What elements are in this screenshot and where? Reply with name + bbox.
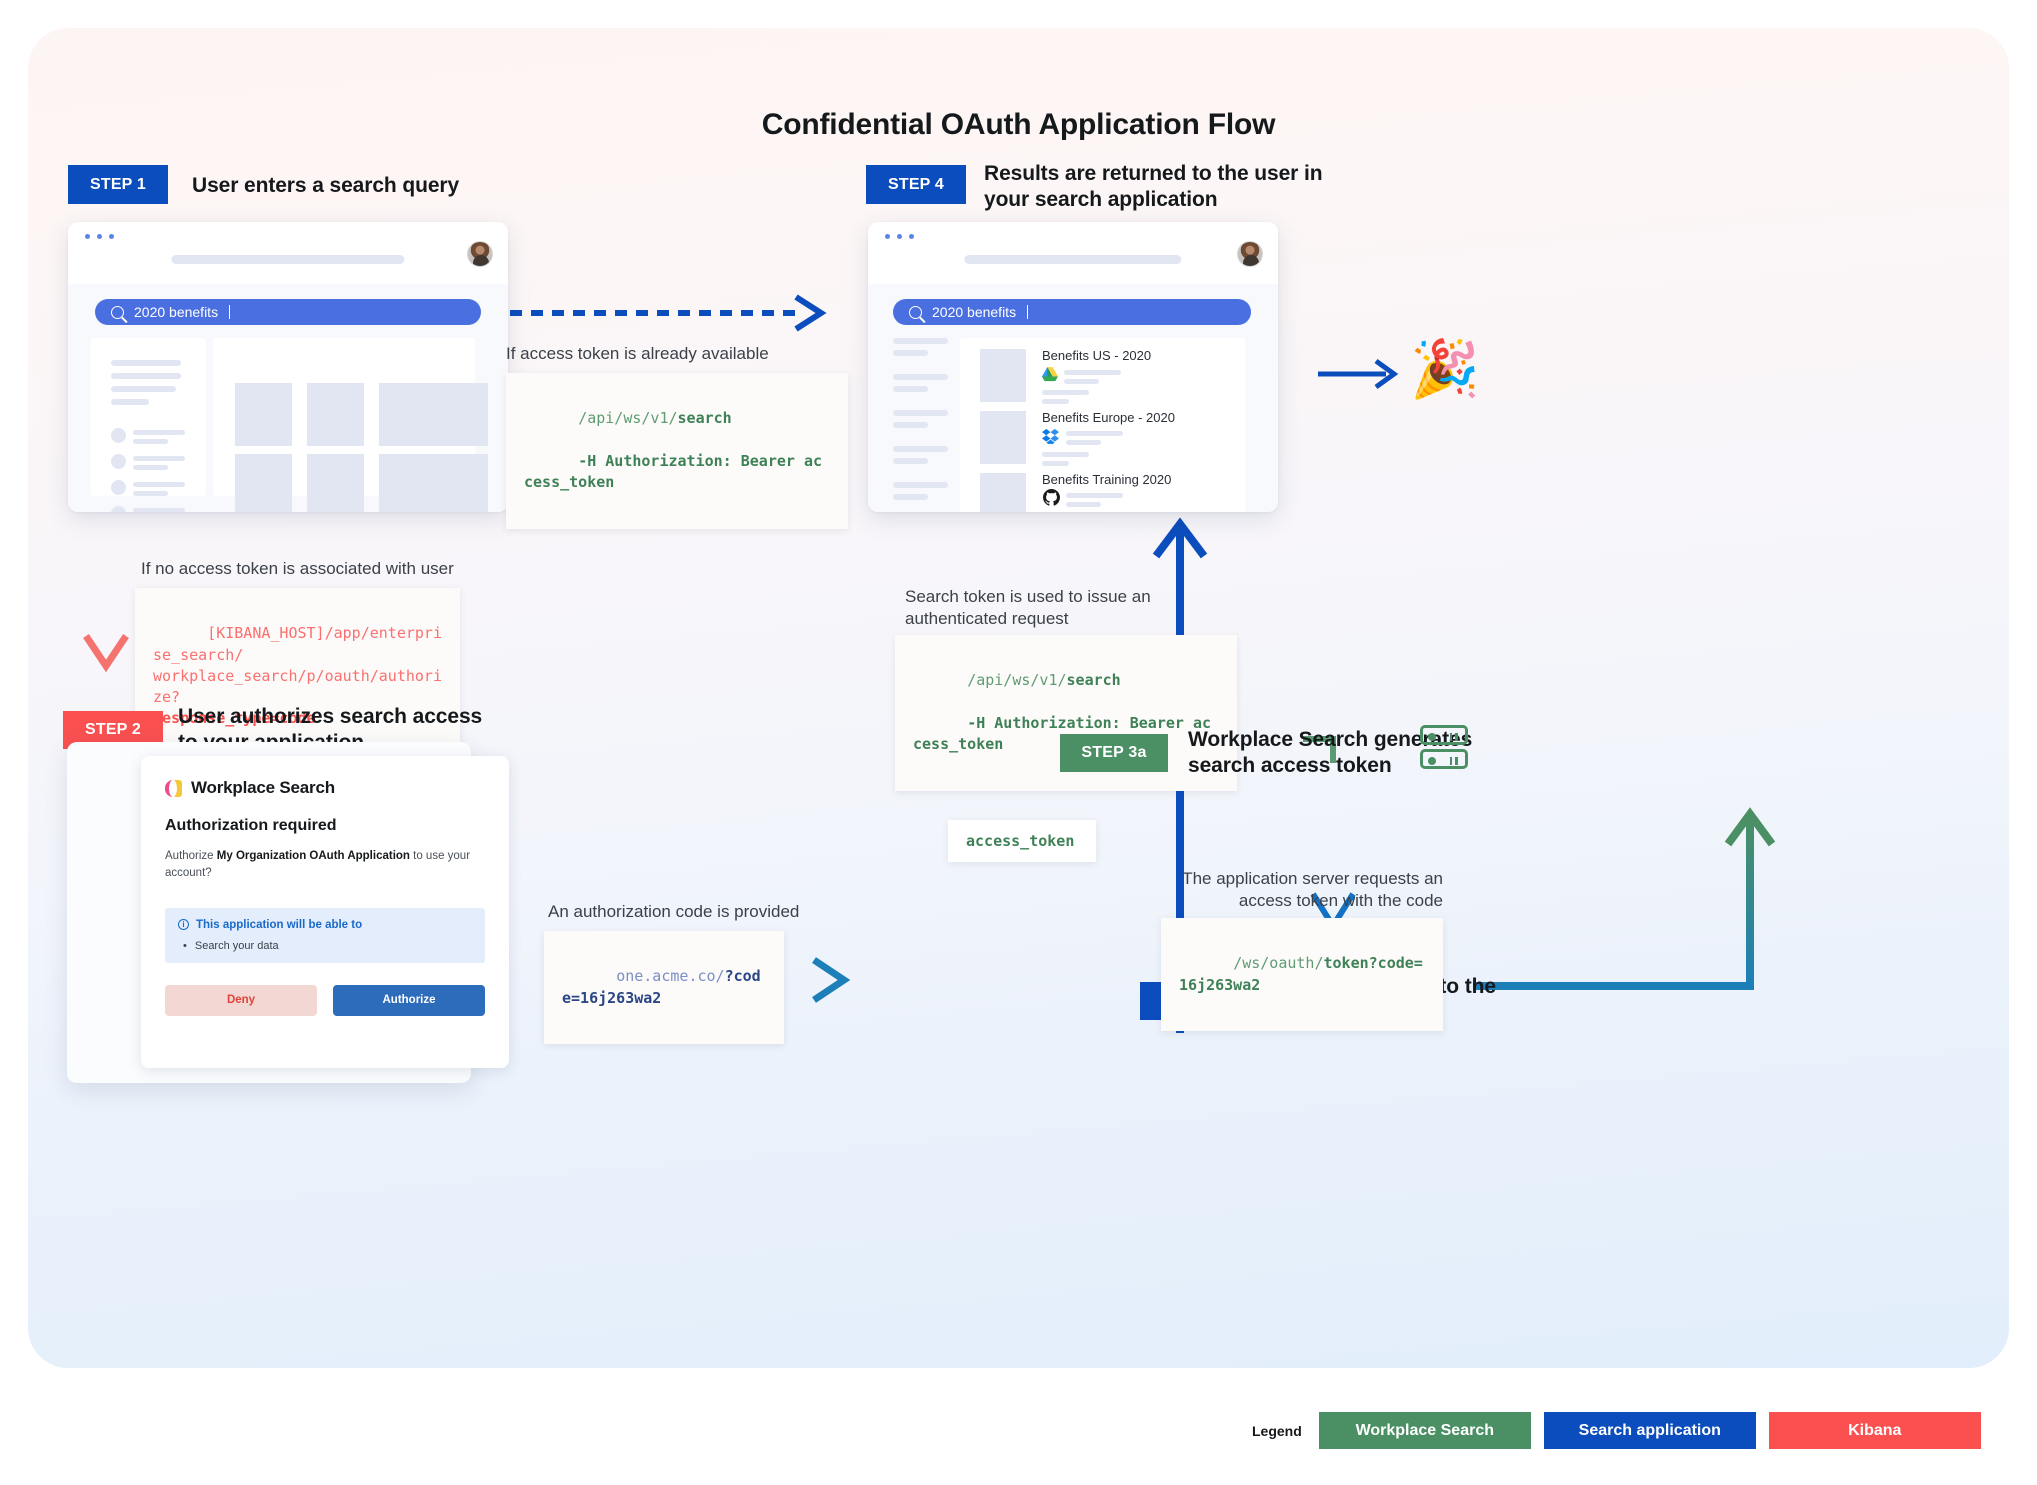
authorization-dialog: Workplace Search Authorization required … bbox=[141, 756, 509, 1068]
window-dots-icon-2 bbox=[885, 234, 914, 239]
page-title: Confidential OAuth Application Flow bbox=[761, 108, 1276, 141]
list-item[interactable]: Benefits Training 2020 bbox=[960, 462, 1245, 512]
party-popper-icon: 🎉 bbox=[1410, 337, 1480, 400]
legend: Legend Workplace Search Search applicati… bbox=[1252, 1412, 1981, 1449]
code-line-1b: /api/ws/v1/search bbox=[967, 671, 1121, 690]
code-kibana-authorize: [KIBANA_HOST]/app/enterprise_search/ wor… bbox=[135, 588, 460, 766]
google-drive-icon bbox=[1042, 367, 1058, 382]
note-search-token-used: Search token is used to issue an authent… bbox=[905, 587, 1151, 629]
note-no-token: If no access token is associated with us… bbox=[141, 559, 454, 578]
list-item[interactable]: Benefits US - 2020 bbox=[960, 338, 1245, 404]
list-item[interactable]: Benefits Europe - 2020 bbox=[960, 400, 1245, 466]
workplace-search-logo-icon bbox=[165, 779, 182, 797]
code-search-request-1: /api/ws/v1/search -H Authorization: Bear… bbox=[506, 373, 848, 529]
diagram-canvas: Confidential OAuth Application Flow STEP… bbox=[28, 28, 2009, 1368]
workplace-search-brand: Workplace Search bbox=[165, 778, 485, 798]
dialog-heading: Authorization required bbox=[165, 817, 337, 834]
note-server-requests-token: The application server requests an acces… bbox=[1182, 869, 1443, 911]
arrow-token-available bbox=[510, 294, 827, 332]
search-input-2[interactable]: 2020 benefits bbox=[893, 299, 1251, 325]
legend-item-kibana: Kibana bbox=[1768, 1412, 1981, 1449]
text-caret bbox=[229, 305, 231, 319]
browser-content: 2020 benefits bbox=[68, 284, 508, 512]
step-1-heading: User enters a search query bbox=[192, 174, 460, 197]
browser-chrome-bar-2 bbox=[868, 222, 1278, 284]
code-line-2b: -H Authorization: Bearer access_token bbox=[913, 713, 1212, 754]
search-query-text: 2020 benefits bbox=[134, 304, 219, 320]
server-rack-icon bbox=[1420, 725, 1468, 769]
search-icon-2 bbox=[909, 305, 922, 319]
search-input[interactable]: 2020 benefits bbox=[95, 299, 481, 325]
deny-button[interactable]: Deny bbox=[165, 984, 317, 1016]
window-dots-icon bbox=[85, 234, 114, 239]
github-icon bbox=[1043, 489, 1060, 506]
info-icon: i bbox=[178, 919, 189, 930]
avatar-2 bbox=[1237, 241, 1263, 267]
facet-pane-2 bbox=[893, 338, 953, 500]
permissions-callout: i This application will be able to Searc… bbox=[165, 907, 485, 963]
legend-item-search-application: Search application bbox=[1543, 1412, 1756, 1449]
result-title: Benefits Europe - 2020 bbox=[1042, 410, 1175, 425]
note-token-available: If access token is already available bbox=[506, 344, 769, 363]
callout-heading: i This application will be able to bbox=[178, 919, 472, 931]
authorization-screen-mockup: Workplace Search Authorization required … bbox=[67, 742, 509, 1083]
search-browser-mockup: 2020 benefits bbox=[68, 222, 508, 512]
code-line-2: -H Authorization: Bearer access_token bbox=[524, 451, 823, 492]
arrow-success bbox=[1318, 358, 1399, 390]
permission-item: Search your data bbox=[178, 940, 472, 952]
code-token-text: /ws/oauth/token?code=16j263wa2 bbox=[1179, 954, 1423, 994]
results-browser-mockup: 2020 benefits bbox=[868, 222, 1278, 512]
step-1-pill: STEP 1 bbox=[68, 165, 168, 204]
browser-content-2: 2020 benefits bbox=[868, 284, 1278, 512]
browser-chrome-bar bbox=[68, 222, 508, 284]
code-kibana-text: [KIBANA_HOST]/app/enterprise_search/ wor… bbox=[153, 624, 442, 728]
facet-pane bbox=[91, 338, 206, 512]
step-4-heading: Results are returned to the user in your… bbox=[984, 162, 1323, 212]
brand-name: Workplace Search bbox=[191, 778, 335, 797]
code-line-1: /api/ws/v1/search bbox=[578, 409, 732, 428]
legend-item-workplace-search: Workplace Search bbox=[1318, 1412, 1531, 1449]
results-grid-pane bbox=[213, 338, 488, 512]
note-auth-code: An authorization code is provided bbox=[548, 902, 800, 921]
result-title: Benefits US - 2020 bbox=[1042, 348, 1152, 363]
code-redirect-text: one.acme.co/?code=16j263wa2 bbox=[562, 967, 761, 1007]
access-token-chip: access_token bbox=[948, 820, 1096, 862]
step-3a-heading: Workplace Search generates search access… bbox=[1188, 728, 1473, 778]
arrow-no-token bbox=[83, 528, 129, 673]
avatar bbox=[467, 241, 493, 267]
code-token-endpoint: /ws/oauth/token?code=16j263wa2 bbox=[1161, 918, 1443, 1032]
legend-label: Legend bbox=[1252, 1422, 1302, 1439]
text-caret-2 bbox=[1027, 305, 1029, 319]
results-list-pane: Benefits US - 2020 bbox=[960, 338, 1245, 512]
authorize-button[interactable]: Authorize bbox=[333, 984, 485, 1016]
arrow-token-request bbox=[1473, 807, 1776, 990]
search-query-text-2: 2020 benefits bbox=[932, 304, 1017, 320]
step-3a-pill: STEP 3a bbox=[1060, 734, 1168, 772]
dialog-body: Authorize My Organization OAuth Applicat… bbox=[165, 850, 471, 880]
search-icon bbox=[111, 305, 124, 319]
code-redirect-code: one.acme.co/?code=16j263wa2 bbox=[544, 931, 784, 1045]
step-4-pill: STEP 4 bbox=[866, 165, 966, 204]
code-search-request-2: /api/ws/v1/search -H Authorization: Bear… bbox=[895, 635, 1237, 791]
result-title: Benefits Training 2020 bbox=[1042, 472, 1172, 487]
url-bar-placeholder bbox=[171, 255, 405, 264]
dropbox-icon bbox=[1042, 428, 1059, 446]
url-bar-placeholder-2 bbox=[964, 255, 1182, 264]
dialog-actions: Deny Authorize bbox=[165, 984, 485, 1016]
